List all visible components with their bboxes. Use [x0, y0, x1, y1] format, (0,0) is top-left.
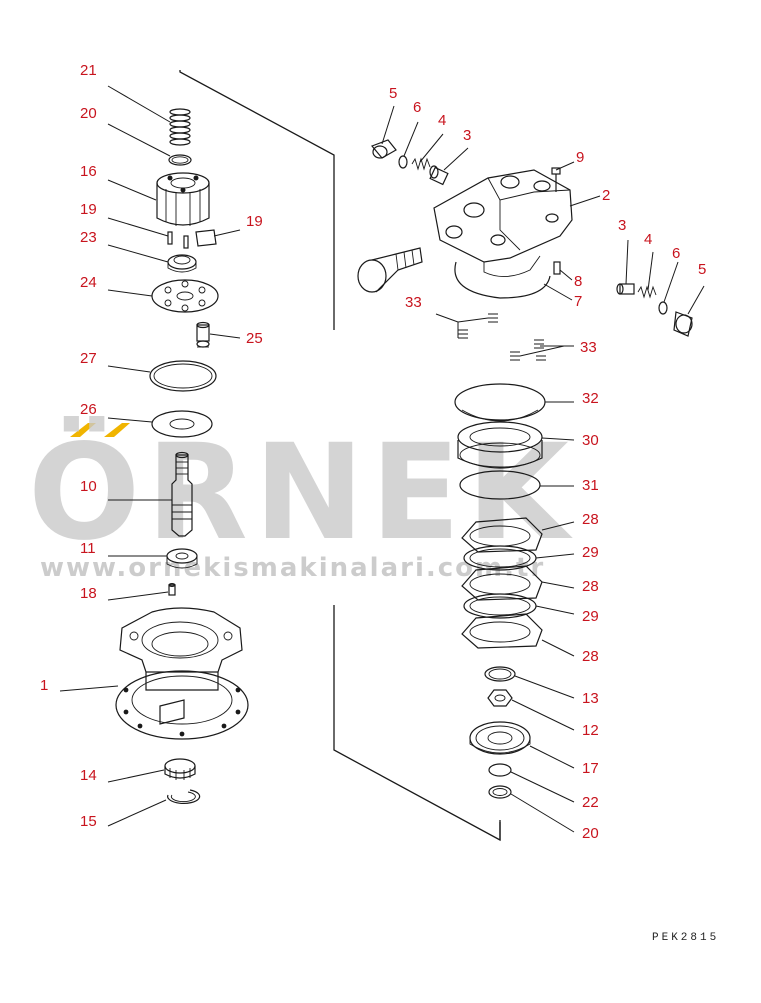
callout-31: 31: [582, 477, 599, 494]
pins-19: [167, 229, 217, 249]
ring-20-lower: [488, 785, 512, 799]
plug-5-left: [370, 139, 397, 159]
callout-17: 17: [582, 760, 599, 777]
callout-11: 11: [80, 540, 96, 557]
plate-24: [151, 279, 219, 313]
callout-13: 13: [582, 690, 599, 707]
plate-28-c: [461, 613, 543, 649]
ring-27: [149, 360, 217, 392]
watermark-accent-mark: [104, 423, 130, 437]
snap-ring-15: [167, 789, 201, 805]
relief-valve: [357, 247, 423, 293]
callout-1: 1: [40, 677, 48, 694]
ring-13: [484, 666, 516, 682]
callout-10: 10: [80, 478, 97, 495]
ring-20: [168, 154, 192, 166]
leader-lines: [59, 85, 705, 833]
callout-21: 21: [80, 62, 97, 79]
callout-33: 33: [580, 339, 597, 356]
spring-4-right: [637, 285, 657, 299]
callout-30: 30: [582, 432, 599, 449]
callout-6: 6: [413, 99, 421, 116]
o-ring-7: [454, 261, 551, 299]
brake-piston-30: [457, 421, 543, 469]
callout-27: 27: [80, 350, 97, 367]
gear-14: [164, 758, 196, 780]
callout-4: 4: [644, 231, 652, 248]
springs-33-right: [510, 339, 546, 361]
callout-29: 29: [582, 608, 599, 625]
callout-7: 7: [574, 293, 582, 310]
ball-guide-23: [167, 254, 197, 273]
callout-19: 19: [246, 213, 263, 230]
callout-33: 33: [405, 294, 422, 311]
ring-22: [488, 763, 512, 777]
callout-28: 28: [582, 648, 599, 665]
callout-18: 18: [80, 585, 97, 602]
callout-9: 9: [576, 149, 584, 166]
watermark-brand: ÖRNEK: [28, 416, 575, 570]
callout-8: 8: [574, 273, 582, 290]
pin-8: [553, 261, 561, 275]
callout-14: 14: [80, 767, 97, 784]
watermark-url: www.ornekismakinalari.com.tr: [40, 553, 545, 583]
valve-body-2: [433, 169, 573, 277]
callout-6: 6: [672, 245, 680, 262]
o-ring-6-left: [398, 155, 408, 169]
callout-15: 15: [80, 813, 97, 830]
springs-33-left: [458, 313, 498, 339]
callout-19: 19: [80, 201, 97, 218]
callout-3: 3: [618, 217, 626, 234]
callout-12: 12: [582, 722, 599, 739]
callout-32: 32: [582, 390, 599, 407]
callout-25: 25: [246, 330, 263, 347]
callout-20: 20: [80, 105, 97, 122]
bolt-9: [551, 167, 561, 192]
callout-5: 5: [698, 261, 706, 278]
callout-20: 20: [582, 825, 599, 842]
callout-23: 23: [80, 229, 97, 246]
callout-28: 28: [582, 511, 599, 528]
cylinder-block-16: [156, 172, 210, 226]
piston-25: [196, 321, 210, 348]
callout-29: 29: [582, 544, 599, 561]
shaft-10: [171, 451, 193, 537]
housing-1: [115, 607, 249, 740]
callout-16: 16: [80, 163, 97, 180]
watermark-accent-mark: [70, 423, 96, 437]
callout-24: 24: [80, 274, 97, 291]
callout-4: 4: [438, 112, 446, 129]
spring-4-left: [411, 157, 431, 171]
callout-22: 22: [582, 794, 599, 811]
bearing-17: [469, 721, 531, 755]
valve-3-right: [616, 283, 635, 295]
o-ring-31: [459, 470, 541, 500]
drawing-code: PEK2815: [652, 932, 719, 944]
o-ring-6-right: [658, 301, 668, 315]
callout-2: 2: [602, 187, 610, 204]
pin-18: [168, 582, 176, 596]
valve-3-left: [429, 165, 449, 186]
watermark: ÖRNEK www.ornekismakinalari.com.tr: [28, 416, 575, 583]
thrust-plate-26: [151, 410, 213, 438]
spring-21: [169, 108, 191, 146]
nut-12: [487, 689, 513, 707]
callout-28: 28: [582, 578, 599, 595]
callout-5: 5: [389, 85, 397, 102]
plug-5-right: [673, 311, 693, 337]
callout-labels: 21 20 16 19 19 23 24 25 27 26 10 11 18 1…: [40, 62, 706, 842]
assembly-frame: [179, 70, 501, 842]
callout-26: 26: [80, 401, 97, 418]
callout-3: 3: [463, 127, 471, 144]
